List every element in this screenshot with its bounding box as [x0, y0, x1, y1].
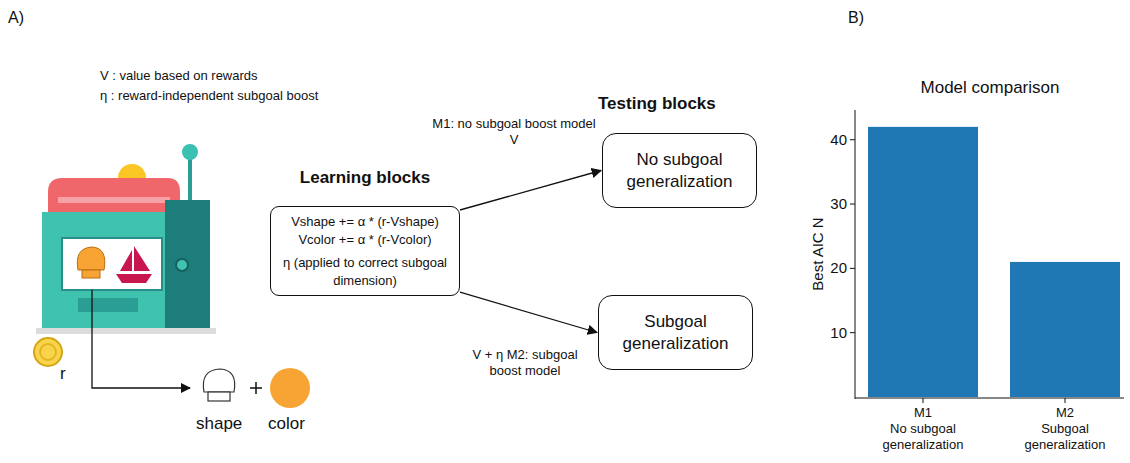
edge-label: V + η M2: subgoal boost model [456, 347, 594, 380]
category-label: Subgoal generalization [1010, 421, 1120, 452]
definition-note: η : reward-independent subgoal boost [100, 88, 318, 104]
tick-mark [923, 398, 924, 403]
machine-body [42, 212, 184, 330]
x-axis [855, 398, 1124, 399]
tick-label: 30 [817, 195, 847, 213]
box-outline: No subgoal generalization [602, 133, 757, 208]
category-label: M2 [1005, 405, 1125, 421]
lever-joint [176, 259, 188, 271]
feature-label: color [268, 414, 305, 434]
model-arrow [460, 171, 601, 211]
boat-sails [120, 246, 150, 271]
section-heading: Testing blocks [598, 94, 716, 114]
tick-label: 40 [817, 131, 847, 149]
plus-sign [250, 382, 262, 394]
lever-knob [182, 144, 198, 160]
tick-mark [850, 139, 855, 140]
edge-label: M1: no subgoal boost model V [428, 116, 600, 149]
coin-slot [78, 298, 138, 312]
box-text: No subgoal generalization [611, 149, 748, 192]
chart-title: Model comparison [890, 78, 1090, 98]
tick-mark [850, 268, 855, 269]
roof-stripe [58, 197, 170, 203]
bar [1010, 262, 1120, 397]
color-swatch [270, 368, 310, 408]
box-outline: Vshape += α * (r-Vshape)Vcolor += α * (r… [270, 206, 460, 296]
category-label: No subgoal generalization [868, 421, 978, 452]
outcome-box: Subgoal generalization [598, 295, 753, 370]
y-axis [855, 110, 856, 399]
tick-mark [850, 332, 855, 333]
hat-brim [82, 270, 100, 278]
light [118, 164, 146, 178]
box-text: Subgoal generalization [607, 311, 744, 354]
panel-letter: B) [848, 8, 864, 27]
category-label: M1 [863, 405, 983, 421]
update-rule: η (applied to correct subgoal dimension) [277, 254, 453, 289]
machine-roof [48, 178, 180, 215]
definition-note: V : value based on rewards [100, 68, 258, 84]
panel-letter: A) [8, 8, 24, 27]
learning-block: Learning blocksVshape += α * (r-Vshape)V… [270, 168, 460, 296]
bar [868, 127, 978, 397]
shape-icon-brim [208, 392, 230, 401]
machine-base [36, 328, 216, 334]
machine-side [165, 200, 210, 330]
tick-mark [850, 204, 855, 205]
model-arrow [460, 292, 597, 332]
feature-label: shape [196, 414, 242, 434]
tick-label: 20 [817, 259, 847, 277]
coin-ring [40, 344, 56, 360]
box-heading: Learning blocks [270, 168, 460, 188]
shape-icon [203, 369, 234, 392]
update-rule: Vcolor += α * (r-Vcolor) [277, 231, 453, 249]
boat-hull [116, 274, 152, 283]
reel-screen [62, 238, 162, 290]
box-outline: Subgoal generalization [598, 295, 753, 370]
tick-label: 10 [817, 324, 847, 342]
coin [34, 338, 62, 366]
outcome-box: No subgoal generalization [602, 133, 757, 208]
update-rule: Vshape += α * (r-Vshape) [277, 213, 453, 231]
tick-mark [1065, 398, 1066, 403]
reward-label: r [60, 364, 66, 384]
axis-title: Best AIC N [809, 194, 827, 314]
feature-leader [92, 290, 190, 388]
hat-icon [77, 247, 105, 270]
